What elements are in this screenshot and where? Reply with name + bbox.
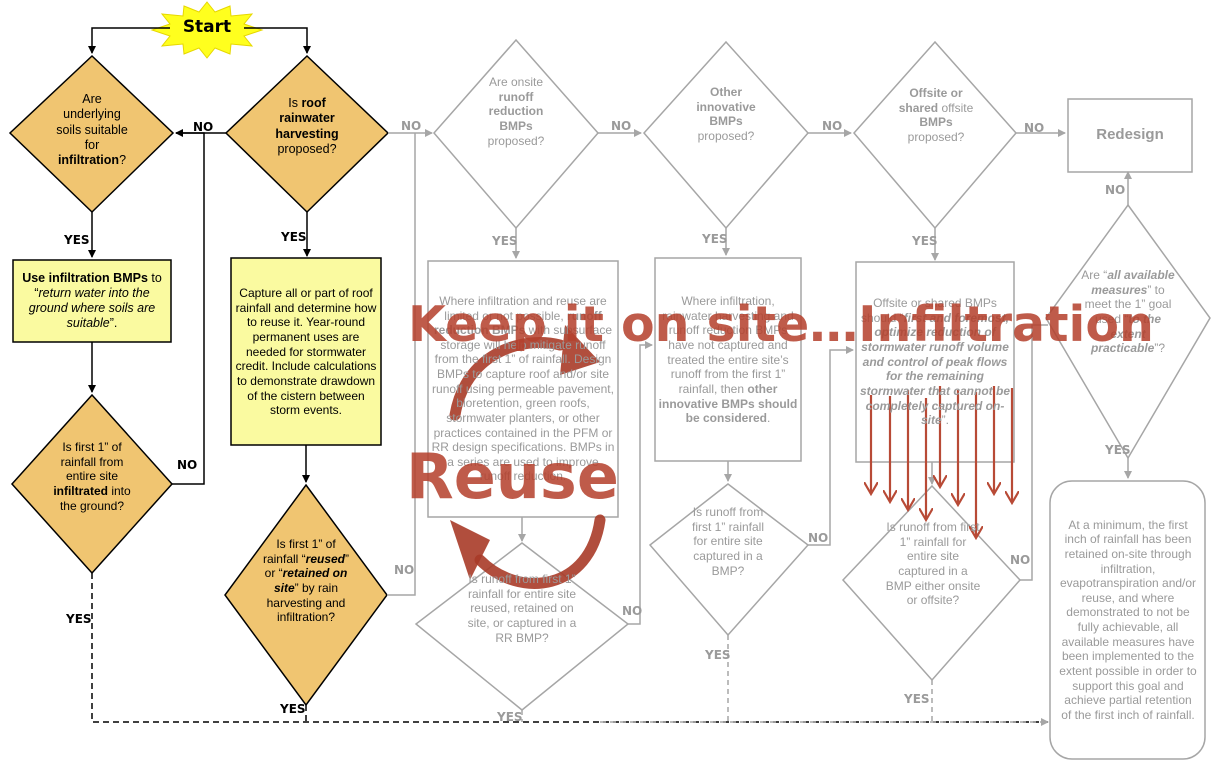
label-no-offsite-captured: NO: [1010, 553, 1031, 567]
box-capture: [230, 257, 382, 446]
box-final: [1049, 480, 1206, 760]
decision-all-measures-text: Are “all available measures” to meet the…: [1081, 268, 1175, 356]
label-yes-all-measures: YES: [1105, 443, 1131, 457]
box-offsite-shared-text: Offsite or shared BMPs should “first and…: [859, 296, 1011, 428]
reuse-cycle-arrows: [449, 337, 606, 589]
red-arrows: [871, 386, 1012, 538]
overlay-reuse: Reuse: [406, 440, 619, 513]
box-offsite-shared: [855, 261, 1015, 463]
label-no-first-reused: NO: [394, 563, 415, 577]
reuse-arrowhead-left: [450, 520, 490, 580]
label-yes-soils: YES: [64, 233, 90, 247]
label-yes-runoff-reduction: YES: [492, 234, 518, 248]
box-innovative-text: Where infiltration, rainwater harvesting…: [658, 294, 798, 426]
start-burst: [150, 1, 264, 59]
label-yes-other-innovative: YES: [702, 232, 728, 246]
box-redesign-text: Redesign: [1096, 126, 1164, 144]
decision-bmp-captured-text: Is runoff from first 1” rainfall for ent…: [691, 505, 765, 578]
label-yes-bmp-captured: YES: [705, 648, 731, 662]
label-no-runoff-reduction: NO: [611, 119, 632, 133]
box-redesign: [1067, 98, 1193, 173]
decision-offsite-captured-text: Is runoff from first 1” rainfall for ent…: [885, 520, 981, 608]
box-final-text: At a minimum, the first inch of rainfall…: [1059, 517, 1197, 722]
start-label: Start: [182, 17, 232, 37]
reuse-arrowhead-right: [560, 325, 600, 375]
label-no-other-innovative: NO: [822, 119, 843, 133]
box-infiltration-text: Use infiltration BMPs to “return water i…: [22, 270, 162, 331]
label-no-all-measures: NO: [1105, 183, 1126, 197]
label-yes-roof: YES: [281, 230, 307, 244]
label-no-first-infiltrated: NO: [177, 458, 198, 472]
label-yes-first-infiltrated: YES: [66, 612, 92, 626]
box-infiltration: [12, 259, 172, 343]
label-yes-rr-captured: YES: [497, 710, 523, 724]
box-capture-text: Capture all or part of roof rainfall and…: [235, 286, 377, 418]
label-yes-offsite: YES: [912, 234, 938, 248]
label-no-roof-right: NO: [401, 119, 422, 133]
label-yes-offsite-captured: YES: [904, 692, 930, 706]
box-innovative: [654, 257, 802, 462]
decision-rr-captured-text: Is runoff from first 1” rainfall for ent…: [467, 572, 577, 645]
label-no-rr-captured: NO: [622, 604, 643, 618]
label-no-roof: NO: [193, 120, 214, 134]
box-rr-bmps-text: Where infiltration and reuse are limited…: [431, 293, 615, 484]
label-yes-first-reused: YES: [280, 702, 306, 716]
overlay-keep-on-site: Keep it on site…Infiltration: [408, 296, 1154, 353]
label-no-bmp-captured: NO: [808, 531, 829, 545]
label-no-offsite: NO: [1024, 121, 1045, 135]
